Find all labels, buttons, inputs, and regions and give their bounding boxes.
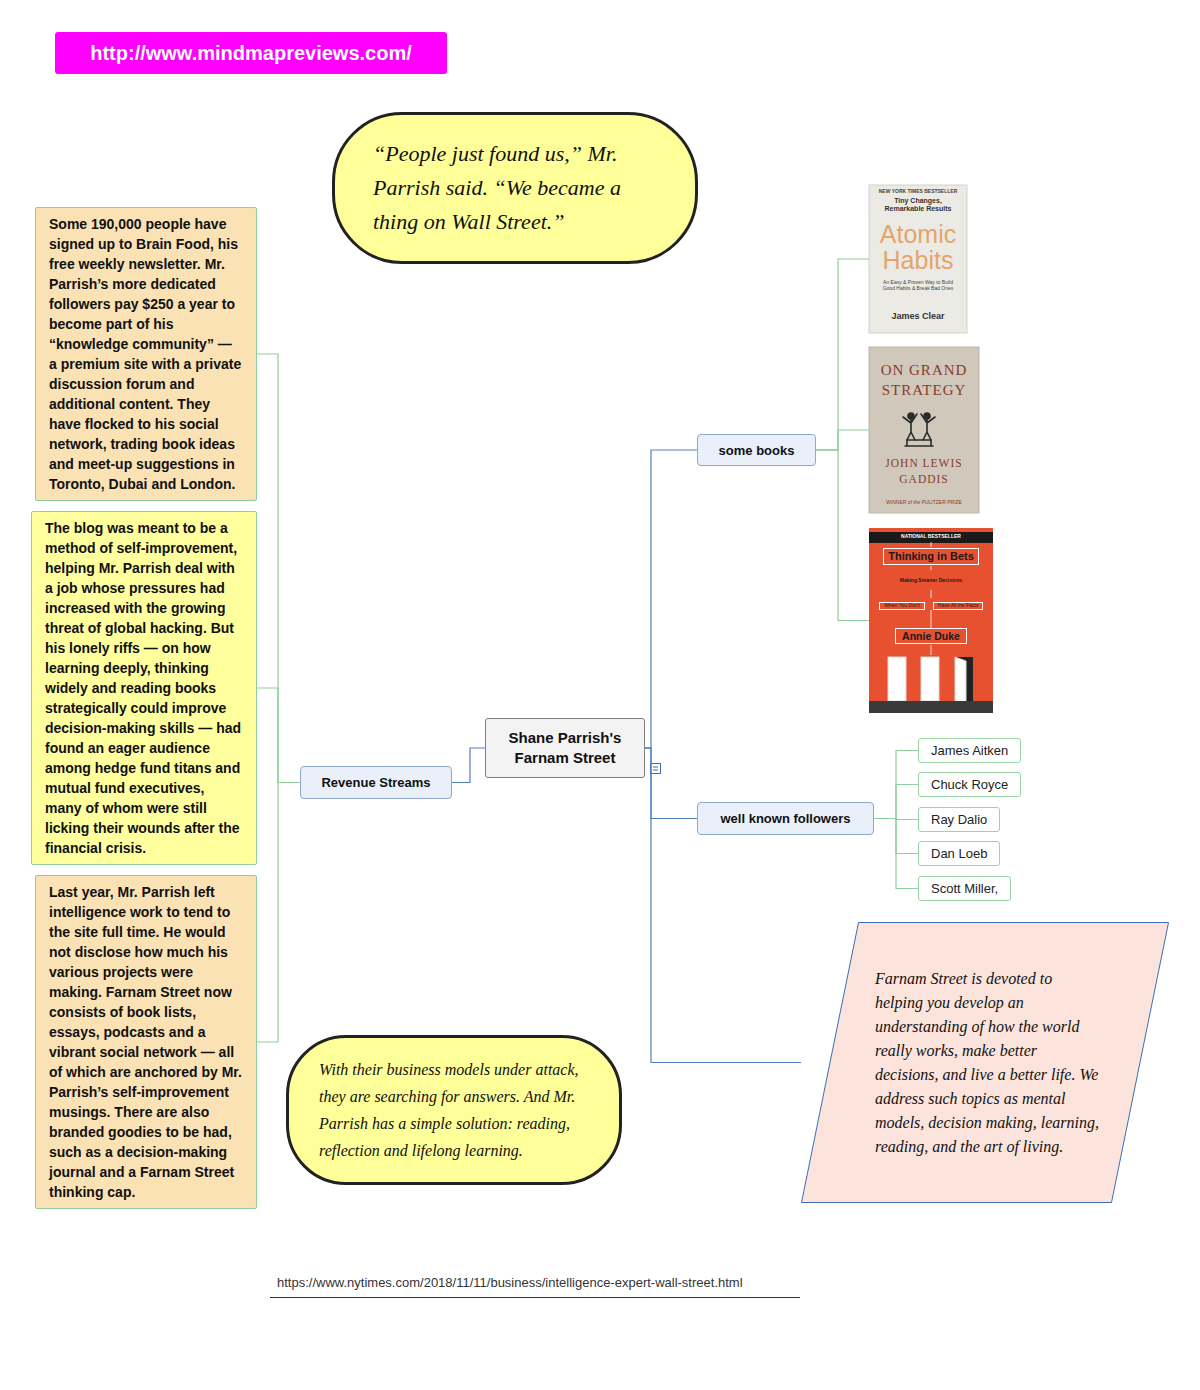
url-banner: http://www.mindmapreviews.com/ — [55, 32, 447, 74]
node-text: Making Smarter Decisions — [869, 578, 993, 584]
source-link: https://www.nytimes.com/2018/11/11/busin… — [277, 1275, 743, 1290]
node-text: some books — [719, 443, 795, 458]
node-text: well known followers — [720, 811, 850, 826]
node-text: Farnam Street is devoted to helping you … — [875, 967, 1099, 1159]
node-text: Shane Parrish's Farnam Street — [486, 728, 644, 768]
node-text: Dan Loeb — [931, 845, 987, 862]
node-text: Scott Miller, — [931, 880, 998, 897]
node-text: An Easy & Proven Way to Build Good Habit… — [877, 280, 959, 292]
node-text: Tiny Changes, Remarkable Results — [878, 197, 958, 213]
node-text: With their business models under attack,… — [319, 1056, 589, 1164]
branch-connector — [452, 748, 485, 783]
node-text: JOHN LEWIS GADDIS — [869, 455, 979, 487]
node-text: NEW YORK TIMES BESTSELLER — [869, 189, 967, 195]
branch-topic: some books — [697, 434, 816, 466]
follower-topic: Ray Dalio — [918, 807, 1000, 832]
branch-connector — [816, 450, 869, 621]
description-parallelogram: Farnam Street is devoted to helping you … — [801, 922, 1169, 1203]
node-text: Chuck Royce — [931, 776, 1008, 793]
branch-topic: well known followers — [697, 802, 874, 835]
branch-connector — [645, 748, 697, 819]
branch-connector — [645, 450, 697, 748]
branch-connector — [816, 259, 869, 450]
node-text: Thinking in Bets — [883, 548, 979, 565]
node-text: Have All the Facts — [933, 602, 983, 610]
branch-connector — [257, 688, 300, 783]
node-text: Some 190,000 people have signed up to Br… — [49, 214, 243, 494]
branch-connector — [257, 783, 300, 1043]
quote-callout: “People just found us,” Mr. Parrish said… — [332, 112, 698, 264]
node-text: “People just found us,” Mr. Parrish said… — [373, 137, 657, 239]
branch-connector — [874, 819, 918, 889]
parallelogram-outline — [801, 922, 1169, 1203]
node-text: The blog was meant to be a method of sel… — [45, 518, 243, 858]
follower-topic: James Aitken — [918, 738, 1021, 763]
branch-connector — [874, 785, 918, 819]
node-text: Ray Dalio — [931, 811, 987, 828]
book-cover: ON GRAND STRATEGY JOHN LEWIS GADDIS WINNER… — [869, 347, 979, 513]
node-text: Atomic Habits — [869, 221, 967, 274]
branch-connector — [874, 751, 918, 819]
branch-connector — [816, 430, 869, 450]
node-text: Revenue Streams — [321, 775, 430, 790]
node-text: NATIONAL BESTSELLER — [869, 534, 993, 540]
quote-callout: With their business models under attack,… — [286, 1035, 622, 1185]
follower-topic: Scott Miller, — [918, 876, 1011, 901]
branch-connector — [645, 748, 801, 1063]
central-topic: Shane Parrish's Farnam Street — [485, 718, 645, 778]
follower-topic: Chuck Royce — [918, 772, 1021, 797]
node-text: http://www.mindmapreviews.com/ — [90, 42, 412, 65]
node-text: When You Don't — [879, 602, 925, 610]
node-text: James Aitken — [931, 742, 1008, 759]
node-text: Annie Duke — [895, 628, 967, 644]
branch-connector — [257, 354, 300, 783]
branch-topic: Revenue Streams — [300, 766, 452, 799]
note-box: The blog was meant to be a method of sel… — [31, 511, 257, 865]
link-icon — [651, 764, 661, 774]
follower-topic: Dan Loeb — [918, 841, 1000, 866]
note-box: Some 190,000 people have signed up to Br… — [35, 207, 257, 501]
book-cover: NEW YORK TIMES BESTSELLER Tiny Changes, R… — [869, 185, 967, 333]
node-text: James Clear — [869, 311, 967, 321]
book-cover-art — [869, 185, 993, 713]
note-box: Last year, Mr. Parrish left intelligence… — [35, 875, 257, 1209]
node-text: Last year, Mr. Parrish left intelligence… — [49, 882, 243, 1202]
book-cover: NATIONAL BESTSELLER Thinking in BetsMakin… — [869, 528, 993, 713]
node-text: ON GRAND STRATEGY — [869, 361, 979, 400]
node-text: WINNER of the PULITZER PRIZE — [869, 500, 979, 506]
source-underline — [270, 1297, 800, 1298]
parallelogram-shape — [802, 923, 1169, 1203]
